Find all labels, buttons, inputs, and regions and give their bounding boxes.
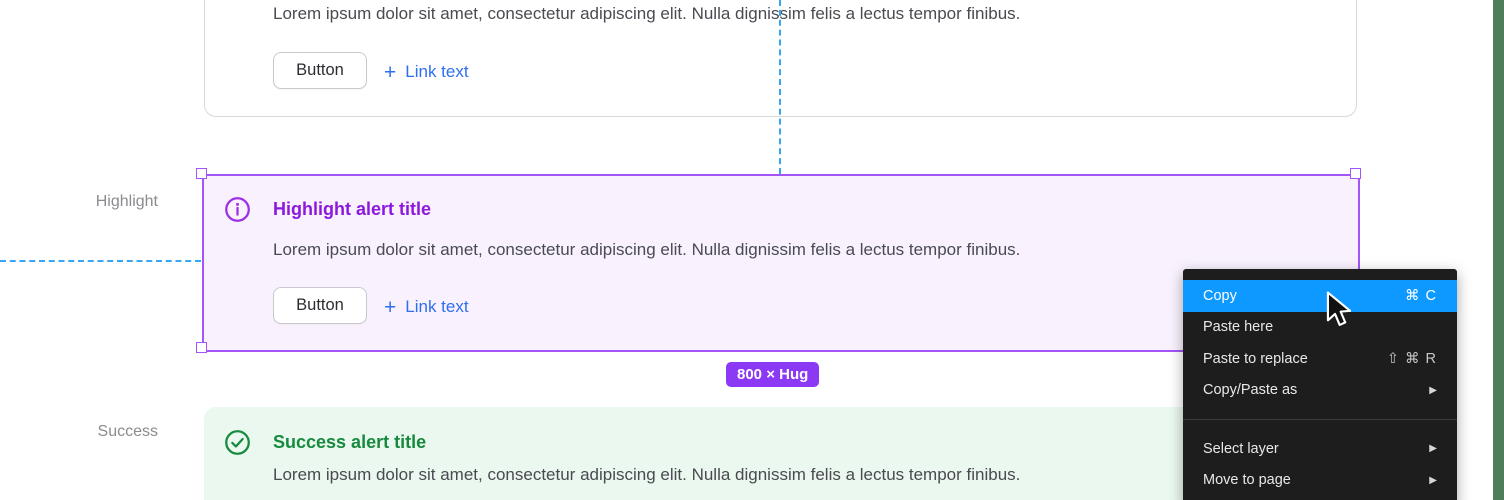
vertical-distance-guide (779, 0, 781, 174)
menu-item-shortcut: ⇧ ⌘ R (1386, 350, 1437, 367)
menu-item-label: Move to page (1203, 472, 1291, 489)
button-label: Button (296, 296, 344, 314)
success-alert-title: Success alert title (273, 432, 427, 452)
menu-item-copy-paste-as[interactable]: Copy/Paste as ▶ (1183, 375, 1457, 407)
submenu-arrow-icon: ▶ (1429, 474, 1437, 486)
selection-handle-bottom-left[interactable] (196, 342, 207, 353)
submenu-arrow-icon: ▶ (1429, 443, 1437, 455)
selection-handle-top-right[interactable] (1350, 168, 1361, 179)
plus-icon: + (384, 60, 397, 84)
right-accent-strip (1493, 0, 1504, 500)
success-check-icon (224, 429, 251, 456)
success-alert-card[interactable] (204, 407, 1357, 500)
success-alert-body: Lorem ipsum dolor sit amet, consectetur … (273, 465, 1021, 484)
highlight-row-label: Highlight (95, 193, 158, 210)
success-row-label: Success (97, 423, 158, 440)
button-label: Button (296, 61, 344, 79)
selection-size-badge: 800 × Hug (726, 362, 820, 387)
mouse-cursor-icon (1326, 291, 1352, 328)
selection-handle-top-left[interactable] (196, 168, 207, 179)
menu-item-label: Select layer (1203, 440, 1279, 457)
horizontal-distance-guide (0, 260, 201, 262)
neutral-alert-link[interactable]: + Link text (384, 60, 469, 84)
highlight-alert-link[interactable]: + Link text (384, 295, 469, 319)
neutral-alert-body: Lorem ipsum dolor sit amet, consectetur … (273, 4, 1021, 23)
menu-item-shortcut: ⌘ C (1405, 287, 1437, 304)
highlight-alert-body: Lorem ipsum dolor sit amet, consectetur … (273, 240, 1021, 259)
submenu-arrow-icon: ▶ (1429, 384, 1437, 396)
link-label: Link text (405, 297, 469, 316)
menu-item-copy[interactable]: Copy ⌘ C (1183, 280, 1457, 312)
menu-item-label: Copy/Paste as (1203, 382, 1298, 399)
menu-item-label: Paste here (1203, 319, 1274, 336)
highlight-alert-card[interactable] (202, 174, 1360, 352)
highlight-alert-button[interactable]: Button (273, 287, 367, 324)
menu-item-select-layer[interactable]: Select layer ▶ (1183, 433, 1457, 465)
menu-item-paste-here[interactable]: Paste here (1183, 312, 1457, 344)
menu-item-label: Copy (1203, 287, 1237, 304)
context-menu: Copy ⌘ C Paste here Paste to replace ⇧ ⌘… (1183, 269, 1457, 500)
plus-icon: + (384, 295, 397, 319)
highlight-info-icon (224, 196, 251, 223)
highlight-alert-title: Highlight alert title (273, 199, 432, 219)
menu-item-move-to-page[interactable]: Move to page ▶ (1183, 465, 1457, 497)
neutral-alert-button[interactable]: Button (273, 52, 367, 89)
menu-item-paste-to-replace[interactable]: Paste to replace ⇧ ⌘ R (1183, 343, 1457, 375)
link-label: Link text (405, 62, 469, 81)
menu-item-label: Paste to replace (1203, 350, 1308, 367)
menu-divider (1183, 419, 1457, 420)
